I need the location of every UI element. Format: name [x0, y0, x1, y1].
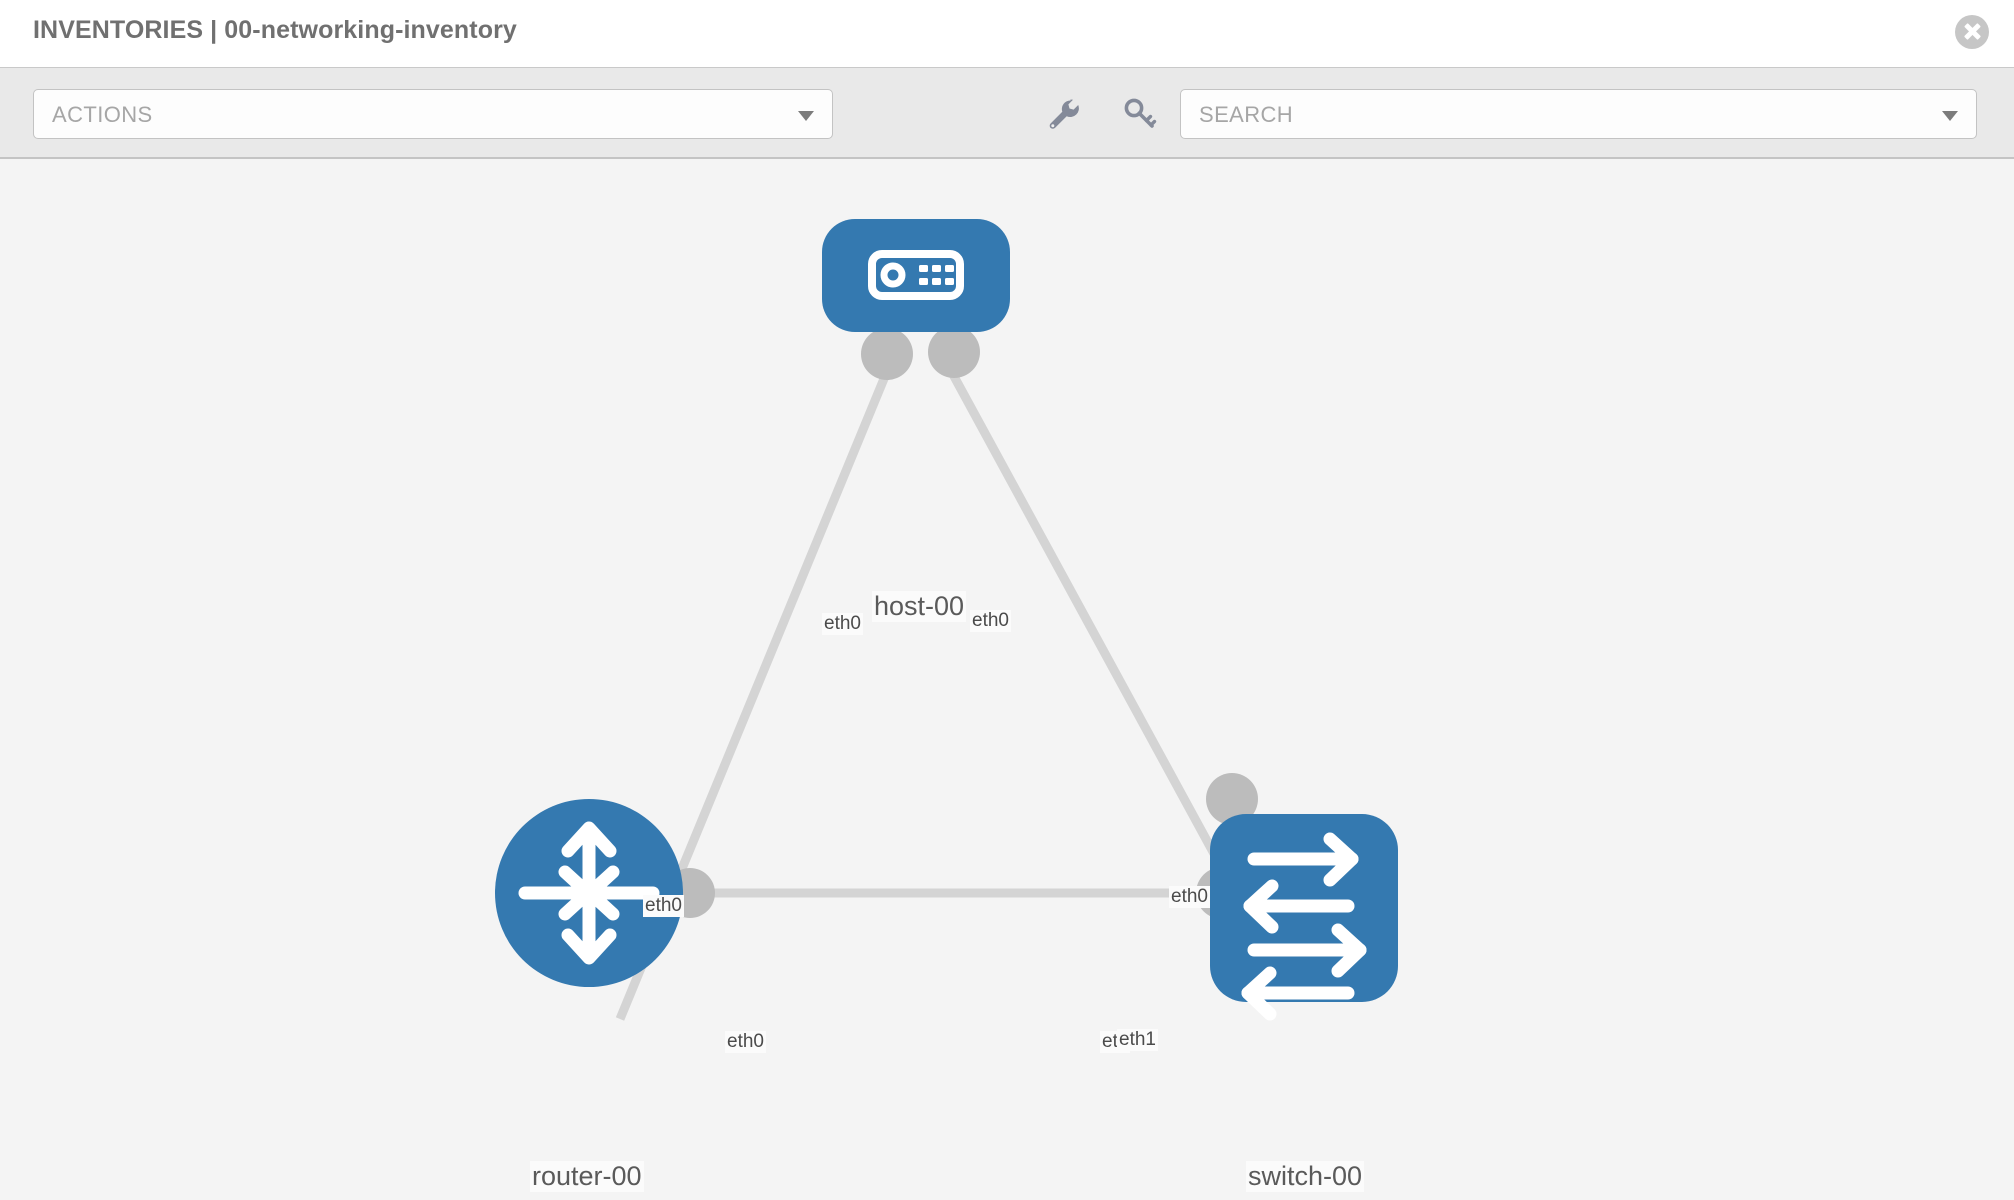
topology-links: [615, 366, 1259, 1021]
chevron-down-icon: [1942, 111, 1958, 121]
toolbar: ACTIONS SEARCH: [0, 68, 2014, 159]
endpoint-host-eth0-left: [861, 328, 913, 380]
iface-label-router-uplink[interactable]: eth0: [643, 895, 684, 917]
node-label-router-00[interactable]: router-00: [530, 1161, 644, 1192]
search-input[interactable]: SEARCH: [1180, 89, 1977, 139]
node-host-00[interactable]: [822, 219, 1010, 332]
iface-label-host-left[interactable]: eth0: [822, 613, 863, 635]
node-switch-00[interactable]: [1210, 814, 1398, 1021]
switch-arrows-icon: [1241, 832, 1367, 1021]
iface-label-host-right[interactable]: eth0: [970, 610, 1011, 632]
topology-endpoints: [665, 326, 1258, 919]
node-label-switch-00[interactable]: switch-00: [1246, 1161, 1365, 1192]
server-appliance-icon: [868, 250, 964, 300]
chevron-down-icon: [798, 111, 814, 121]
search-placeholder: SEARCH: [1199, 102, 1294, 127]
close-icon[interactable]: [1955, 15, 1989, 49]
actions-dropdown-label: ACTIONS: [52, 102, 153, 127]
iface-label-router-east[interactable]: eth0: [725, 1031, 766, 1053]
actions-dropdown[interactable]: ACTIONS: [33, 89, 833, 139]
key-icon[interactable]: [1118, 92, 1162, 136]
endpoint-switch-eth0: [1206, 773, 1258, 825]
iface-label-switch-uplink[interactable]: eth0: [1169, 886, 1210, 908]
node-label-host-00[interactable]: host-00: [872, 591, 967, 622]
topology-graph[interactable]: [0, 159, 2014, 1200]
link-host-switch: [946, 366, 1259, 932]
wrench-icon[interactable]: [1040, 92, 1084, 136]
node-router-00[interactable]: [495, 799, 683, 987]
endpoint-host-eth0-right: [928, 326, 980, 378]
page-header: INVENTORIES | 00-networking-inventory: [0, 0, 2014, 68]
page-title: INVENTORIES | 00-networking-inventory: [33, 16, 517, 44]
router-arrows-icon: [518, 821, 660, 965]
topology-canvas[interactable]: host-00 router-00 switch-00 eth0 eth0 et…: [0, 159, 2014, 1200]
iface-label-switch-west[interactable]: eth1: [1117, 1029, 1158, 1051]
